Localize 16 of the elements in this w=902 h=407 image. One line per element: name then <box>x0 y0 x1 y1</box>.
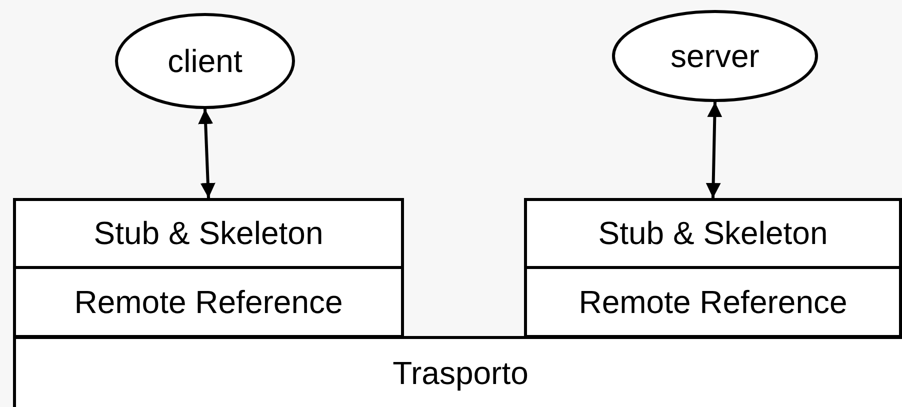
layer-box <box>524 266 902 338</box>
double-arrow <box>706 102 722 198</box>
layer-box <box>13 198 404 269</box>
layer-box <box>524 198 902 269</box>
client-ellipse <box>115 13 295 109</box>
layer-box <box>13 266 404 338</box>
node-label: Remote Reference <box>74 284 343 320</box>
node-label: Stub & Skeleton <box>94 215 324 252</box>
node-label: client <box>168 42 242 80</box>
server-ellipse <box>612 10 818 102</box>
transport-layer-box <box>13 336 902 407</box>
node-label: Trasporto <box>392 355 528 392</box>
double-arrow <box>198 108 216 198</box>
node-label: Remote Reference <box>578 284 848 320</box>
node-label: Stub & Skeleton <box>598 215 828 252</box>
node-label: server <box>670 38 760 74</box>
